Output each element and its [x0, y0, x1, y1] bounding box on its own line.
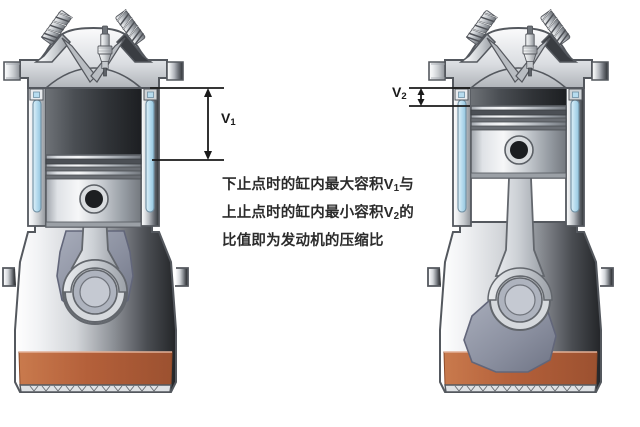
- caption-line-2-prefix: 上止点时的缸内最小容积V: [222, 205, 394, 221]
- intake-port: [3, 32, 72, 81]
- water-jacket: [29, 88, 158, 213]
- oil-sump: [18, 351, 173, 386]
- caption-line-2: 上止点时的缸内最小容积V2的: [222, 200, 422, 228]
- sump-bolt-flange: [444, 384, 597, 393]
- piston-rings: [470, 109, 567, 131]
- caption-line-1: 下止点时的缸内最大容积V1与: [222, 172, 422, 200]
- caption-block: 下止点时的缸内最大容积V1与 上止点时的缸内最小容积V2的 比值即为发动机的压缩…: [222, 172, 422, 256]
- caption-line-1-sub: 1: [393, 183, 400, 195]
- wrist-pin: [504, 135, 534, 165]
- crankshaft: [56, 230, 134, 323]
- dimension-label-v1-text: V: [221, 110, 231, 126]
- dimension-label-v1-sub: 1: [230, 117, 236, 129]
- left-engine: [2, 9, 189, 393]
- dimension-v2: [409, 87, 470, 107]
- exhaust-port: [540, 32, 609, 81]
- piston: [470, 105, 567, 179]
- right-engine: [427, 9, 614, 393]
- intake-port: [428, 32, 497, 81]
- dimension-v1: [150, 87, 224, 161]
- exhaust-port: [115, 32, 184, 81]
- dimension-label-v2-text: V: [392, 84, 402, 100]
- caption-line-1-prefix: 下止点时的缸内最大容积V: [222, 177, 394, 193]
- caption-line-1-suffix: 与: [399, 177, 414, 193]
- dimension-label-v2-sub: 2: [401, 91, 407, 103]
- dimension-label-v2: V2: [392, 84, 407, 103]
- caption-line-3: 比值即为发动机的压缩比: [222, 228, 422, 256]
- caption-line-2-suffix: 的: [399, 205, 414, 221]
- crankshaft: [463, 269, 557, 373]
- dimension-label-v1: V1: [221, 110, 236, 129]
- piston: [45, 154, 142, 228]
- wrist-pin: [79, 184, 109, 214]
- caption-line-3-prefix: 比值即为发动机的压缩比: [222, 233, 384, 249]
- caption-line-2-sub: 2: [393, 211, 400, 223]
- piston-rings: [45, 158, 142, 180]
- sump-bolt-flange: [19, 384, 172, 393]
